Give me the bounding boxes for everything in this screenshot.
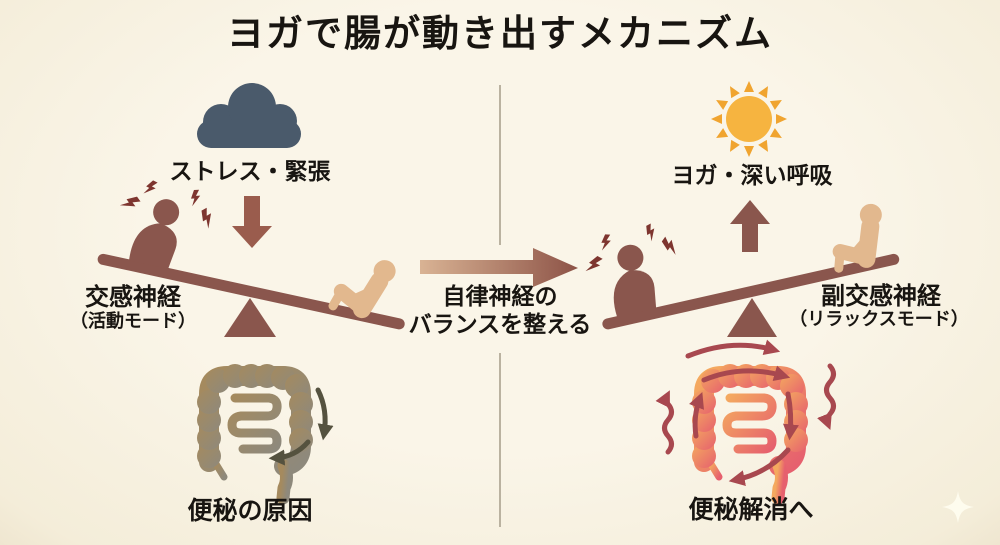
stressed-person-icon <box>119 180 212 269</box>
seesaw-right-fulcrum <box>727 298 777 337</box>
stress-down-arrow-icon <box>232 196 272 248</box>
sun-icon <box>711 81 787 157</box>
constipation-relief-label: 便秘解消へ <box>688 496 814 524</box>
sympathetic-nerve-label: 交感神経 <box>85 284 181 311</box>
stress-label: ストレス・緊張 <box>169 158 331 184</box>
sympathetic-mode-label: （活動モード） <box>70 311 196 331</box>
seesaw-left-plank <box>97 253 405 330</box>
page-title: ヨガで腸が動き出すメカニズム <box>227 13 773 54</box>
seesaw-right-plank <box>602 253 900 330</box>
transform-right-arrow-icon <box>420 248 578 287</box>
stressed-person-icon <box>585 223 676 318</box>
relaxed-person-icon <box>328 260 396 319</box>
breath-up-arrow-icon <box>730 200 770 252</box>
parasympathetic-nerve-label: 副交感神経 <box>821 283 941 310</box>
lightning-icon <box>119 180 212 229</box>
balance-text-line1: 自律神経の <box>442 283 558 309</box>
relaxed-person-icon <box>832 203 882 273</box>
sparkle-icon <box>942 491 974 523</box>
active-motion-arrows <box>655 339 836 487</box>
lightning-icon <box>585 223 676 272</box>
seesaw-right <box>585 203 900 337</box>
parasympathetic-mode-label: （リラックスモード） <box>789 309 969 329</box>
storm-cloud-icon <box>197 83 301 148</box>
intestine-sluggish-icon <box>197 364 334 505</box>
seesaw-left <box>97 180 405 337</box>
constipation-cause-label: 便秘の原因 <box>187 497 313 525</box>
sluggish-motion-arrows <box>268 387 334 466</box>
intestine-active-icon <box>655 339 836 505</box>
seesaw-left-fulcrum <box>224 298 276 337</box>
yoga-breath-label: ヨガ・深い呼吸 <box>671 162 833 188</box>
balance-text-line2: バランスを整える <box>408 311 592 337</box>
